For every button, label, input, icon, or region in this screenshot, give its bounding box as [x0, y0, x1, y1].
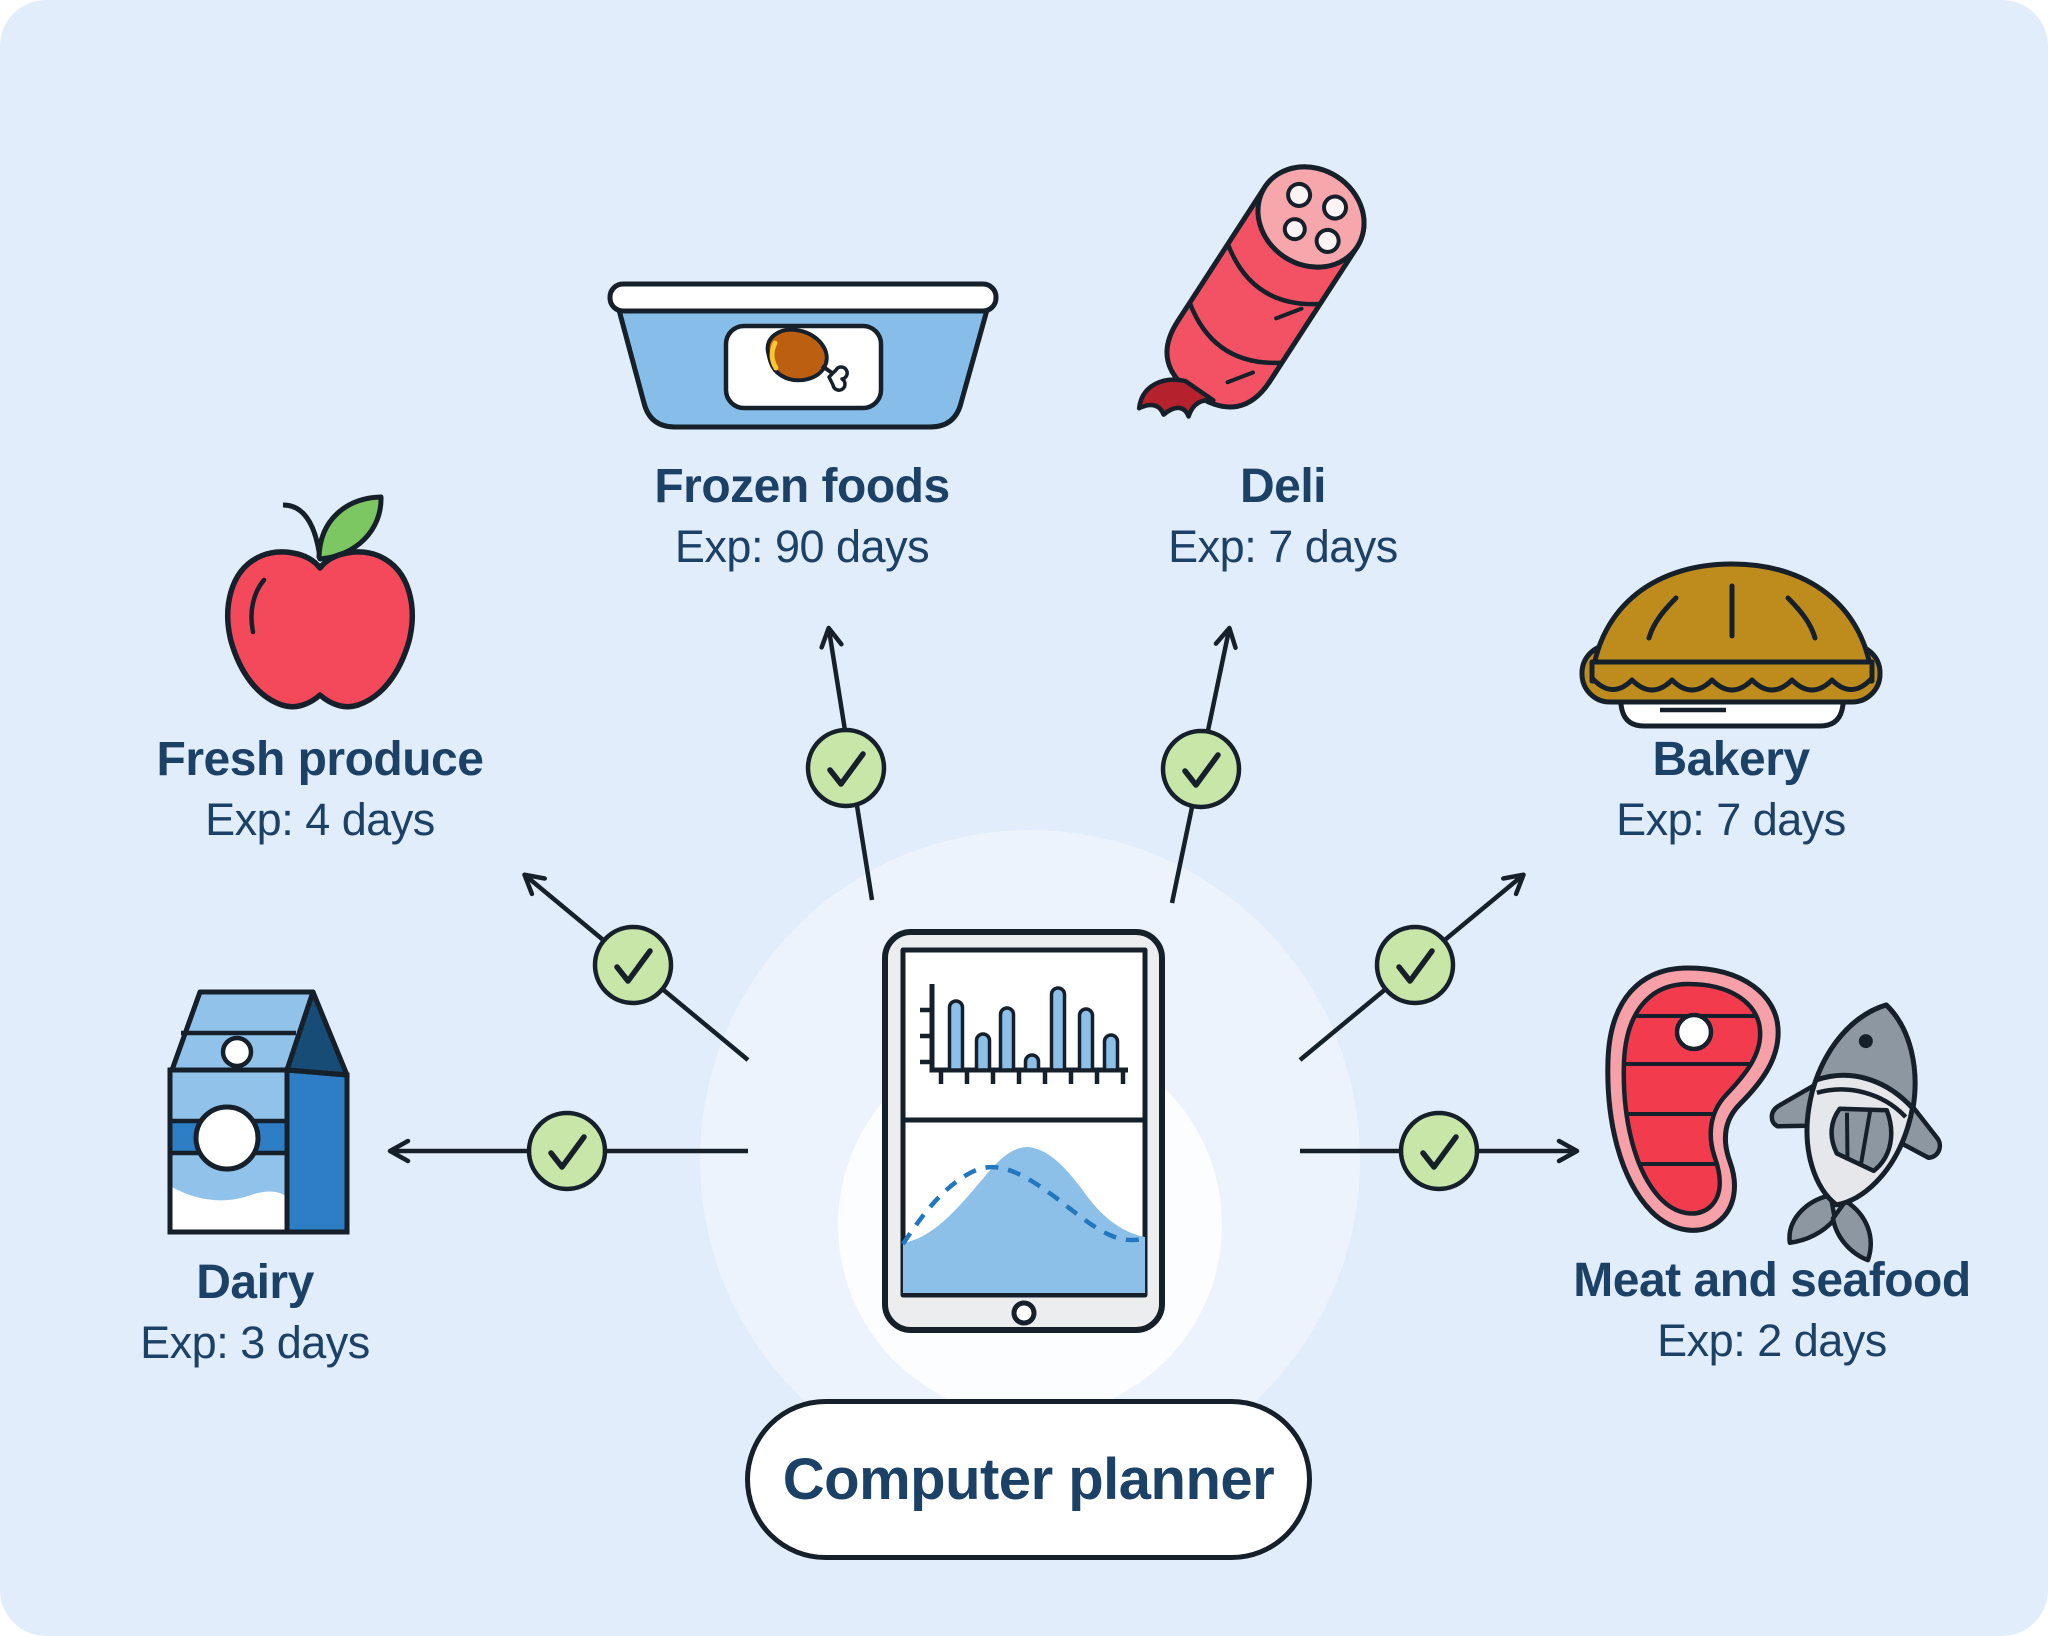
label-fresh-produce: Fresh produce Exp: 4 days [60, 733, 580, 845]
tablet-bar [1102, 1033, 1120, 1072]
apple-icon [225, 494, 415, 710]
category-name: Fresh produce [156, 733, 484, 786]
computer-planner-badge: Computer planner [745, 1399, 1312, 1560]
category-name: Frozen foods [654, 460, 950, 513]
tablet-bar-chart [920, 984, 1128, 1084]
steak-icon [1605, 965, 1781, 1233]
label-bakery: Bakery Exp: 7 days [1471, 733, 1991, 845]
check-icon [1374, 924, 1456, 1006]
category-name: Deli [1239, 460, 1327, 513]
label-frozen-foods: Frozen foods Exp: 90 days [542, 460, 1062, 572]
tablet-home-button [1011, 1300, 1037, 1326]
tablet-area-chart [901, 1147, 1147, 1293]
category-exp: Exp: 3 days [140, 1317, 370, 1368]
check-icons [526, 727, 1480, 1192]
tablet-bar [947, 999, 965, 1072]
check-icon [805, 727, 887, 809]
check-icon [1160, 728, 1242, 810]
category-exp: Exp: 90 days [674, 521, 930, 572]
label-meat-seafood: Meat and seafood Exp: 2 days [1512, 1254, 2032, 1366]
drumstick-icon [765, 327, 849, 392]
tablet-bar [1077, 1007, 1095, 1072]
category-exp: Exp: 7 days [1168, 521, 1398, 572]
computer-planner-label: Computer planner [782, 1447, 1275, 1512]
tablet-bar [998, 1006, 1016, 1072]
pie-icon [1579, 561, 1883, 729]
fish-icon [1769, 1002, 1943, 1263]
tablet-icon [882, 929, 1165, 1333]
frozen-container-icon [607, 281, 999, 430]
category-exp: Exp: 4 days [205, 794, 435, 845]
category-name: Bakery [1652, 733, 1810, 786]
category-name: Meat and seafood [1573, 1254, 1971, 1307]
category-exp: Exp: 7 days [1616, 794, 1846, 845]
check-icon [592, 924, 674, 1006]
label-deli: Deli Exp: 7 days [1023, 460, 1543, 572]
tablet-bar [974, 1032, 992, 1072]
category-exp: Exp: 2 days [1657, 1315, 1887, 1366]
category-name: Dairy [196, 1256, 314, 1309]
check-icon [526, 1110, 608, 1192]
label-dairy: Dairy Exp: 3 days [0, 1256, 515, 1368]
check-icon [1398, 1110, 1480, 1192]
tablet-bar [1049, 986, 1067, 1072]
tablet-bar [1023, 1053, 1041, 1072]
milk-carton-icon [167, 989, 350, 1235]
salami-icon [1136, 164, 1367, 419]
